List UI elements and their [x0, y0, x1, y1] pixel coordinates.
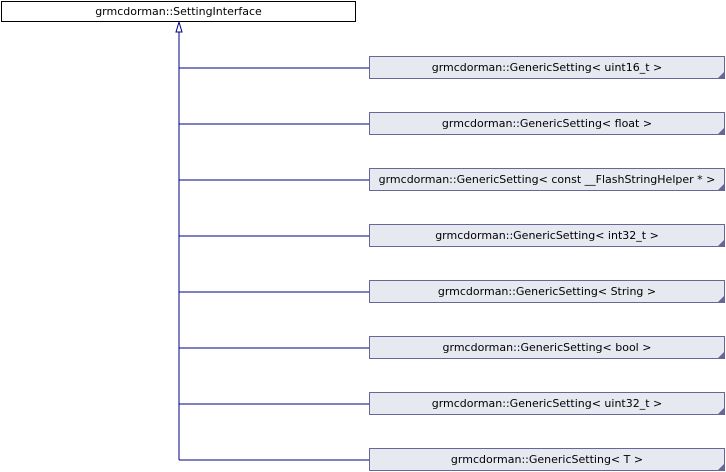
corner-fold-icon: [718, 352, 724, 358]
corner-fold-icon: [718, 72, 724, 78]
derived-class-label: grmcdorman::GenericSetting< T >: [450, 453, 644, 466]
base-class-label: grmcdorman::SettingInterface: [95, 5, 262, 18]
derived-class-label: grmcdorman::GenericSetting< int32_t >: [435, 229, 659, 242]
derived-class-node[interactable]: grmcdorman::GenericSetting< T >: [369, 448, 725, 471]
derived-class-label: grmcdorman::GenericSetting< bool >: [442, 341, 652, 354]
derived-class-label: grmcdorman::GenericSetting< uint16_t >: [431, 61, 663, 74]
derived-class-label: grmcdorman::GenericSetting< float >: [441, 117, 653, 130]
base-class-node[interactable]: grmcdorman::SettingInterface: [1, 1, 356, 22]
derived-class-node[interactable]: grmcdorman::GenericSetting< uint32_t >: [369, 392, 725, 415]
derived-class-node[interactable]: grmcdorman::GenericSetting< const __Flas…: [369, 168, 725, 191]
corner-fold-icon: [718, 128, 724, 134]
corner-fold-icon: [718, 296, 724, 302]
derived-class-node[interactable]: grmcdorman::GenericSetting< int32_t >: [369, 224, 725, 247]
inheritance-arrowhead: [175, 20, 183, 33]
corner-fold-icon: [718, 408, 724, 414]
derived-class-label: grmcdorman::GenericSetting< const __Flas…: [378, 173, 716, 186]
derived-class-label: grmcdorman::GenericSetting< uint32_t >: [431, 397, 663, 410]
derived-class-label: grmcdorman::GenericSetting< String >: [437, 285, 657, 298]
derived-class-node[interactable]: grmcdorman::GenericSetting< bool >: [369, 336, 725, 359]
derived-class-node[interactable]: grmcdorman::GenericSetting< float >: [369, 112, 725, 135]
derived-class-node[interactable]: grmcdorman::GenericSetting< uint16_t >: [369, 56, 725, 79]
derived-class-node[interactable]: grmcdorman::GenericSetting< String >: [369, 280, 725, 303]
corner-fold-icon: [718, 464, 724, 470]
corner-fold-icon: [718, 240, 724, 246]
corner-fold-icon: [718, 184, 724, 190]
